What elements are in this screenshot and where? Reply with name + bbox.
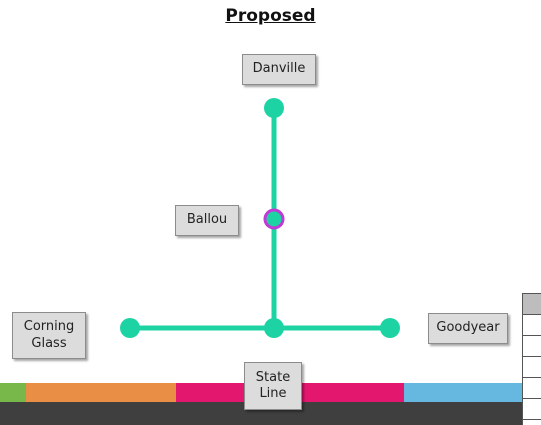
junction-node [264,318,284,338]
bottom-bar [0,402,528,425]
stripe-orange [26,383,176,402]
ballou-label: Ballou [175,205,239,236]
danville-label: Danville [242,54,316,85]
goodyear-node [380,318,400,338]
legend-table-header [523,294,541,315]
diagram-title: Proposed [225,6,316,26]
legend-table-row [523,378,541,399]
state-line-label: State Line [244,362,302,410]
danville-node [264,98,284,118]
stripe-green [0,383,26,402]
legend-table-row [523,315,541,336]
corning-glass-label: Corning Glass [12,312,86,359]
stripe-blue [404,383,524,402]
legend-table-row [523,336,541,357]
goodyear-label: Goodyear [428,313,508,344]
corning-glass-node [120,318,140,338]
ballou-node [263,208,285,230]
legend-table-row [523,357,541,378]
legend-table-edge [522,293,541,425]
legend-table-row [523,399,541,420]
